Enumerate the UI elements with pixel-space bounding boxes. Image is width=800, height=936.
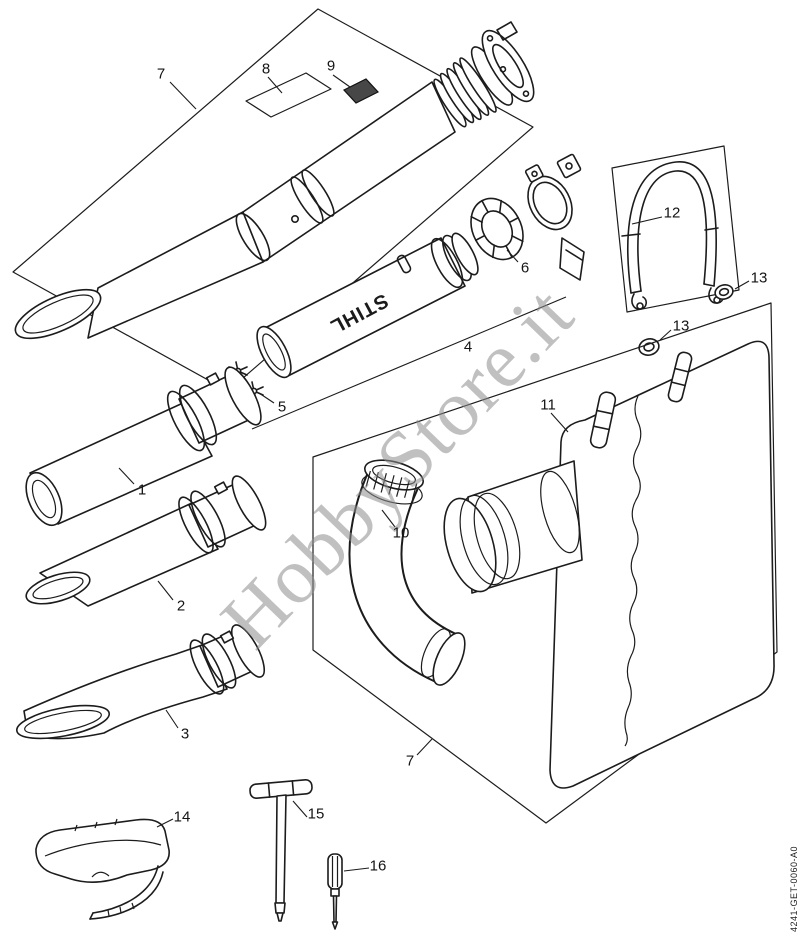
callout-14: 14 [173, 808, 191, 826]
elbow-tube-10 [348, 459, 466, 686]
goggles-14 [35, 818, 170, 920]
clamp-parts [524, 153, 585, 281]
callout-2: 2 [176, 597, 186, 615]
doc-code: 4241-GET-0060-A0 [789, 845, 799, 932]
callout-12: 12 [663, 204, 681, 222]
screwdriver-16 [327, 853, 343, 930]
callout-4: 4 [463, 338, 473, 356]
shoulder-strap-12 [621, 161, 724, 310]
callout-3: 3 [180, 725, 190, 743]
callout-7-top: 7 [156, 65, 166, 83]
collar-nut-6 [470, 197, 524, 261]
leader-lines [118, 74, 750, 872]
nozzle-2 [25, 475, 267, 607]
callout-7-bottom: 7 [405, 752, 415, 770]
vacuum-bag-11 [549, 340, 775, 789]
callout-15: 15 [307, 805, 325, 823]
callout-13-right: 13 [750, 269, 768, 287]
t-wrench-15 [249, 779, 313, 922]
callout-6: 6 [520, 259, 530, 277]
callout-1: 1 [137, 481, 147, 499]
callout-8: 8 [261, 60, 271, 78]
nozzle-3 [15, 624, 266, 740]
label-sheet-8 [245, 72, 332, 118]
callout-5: 5 [277, 398, 287, 416]
blower-tube-4: STIHL [256, 232, 479, 379]
callout-9: 9 [326, 57, 336, 75]
sticker-9 [343, 78, 379, 104]
callout-16: 16 [369, 857, 387, 875]
blower-tube [14, 21, 535, 340]
bag-inlet-cylinder [443, 460, 583, 594]
nozzle-1 [25, 366, 262, 527]
callout-13-left: 13 [672, 317, 690, 335]
strap-box [611, 145, 740, 313]
group-line-4 [251, 296, 567, 430]
callout-10: 10 [392, 524, 410, 542]
ring-13-right [714, 284, 734, 300]
callout-11: 11 [540, 396, 556, 414]
